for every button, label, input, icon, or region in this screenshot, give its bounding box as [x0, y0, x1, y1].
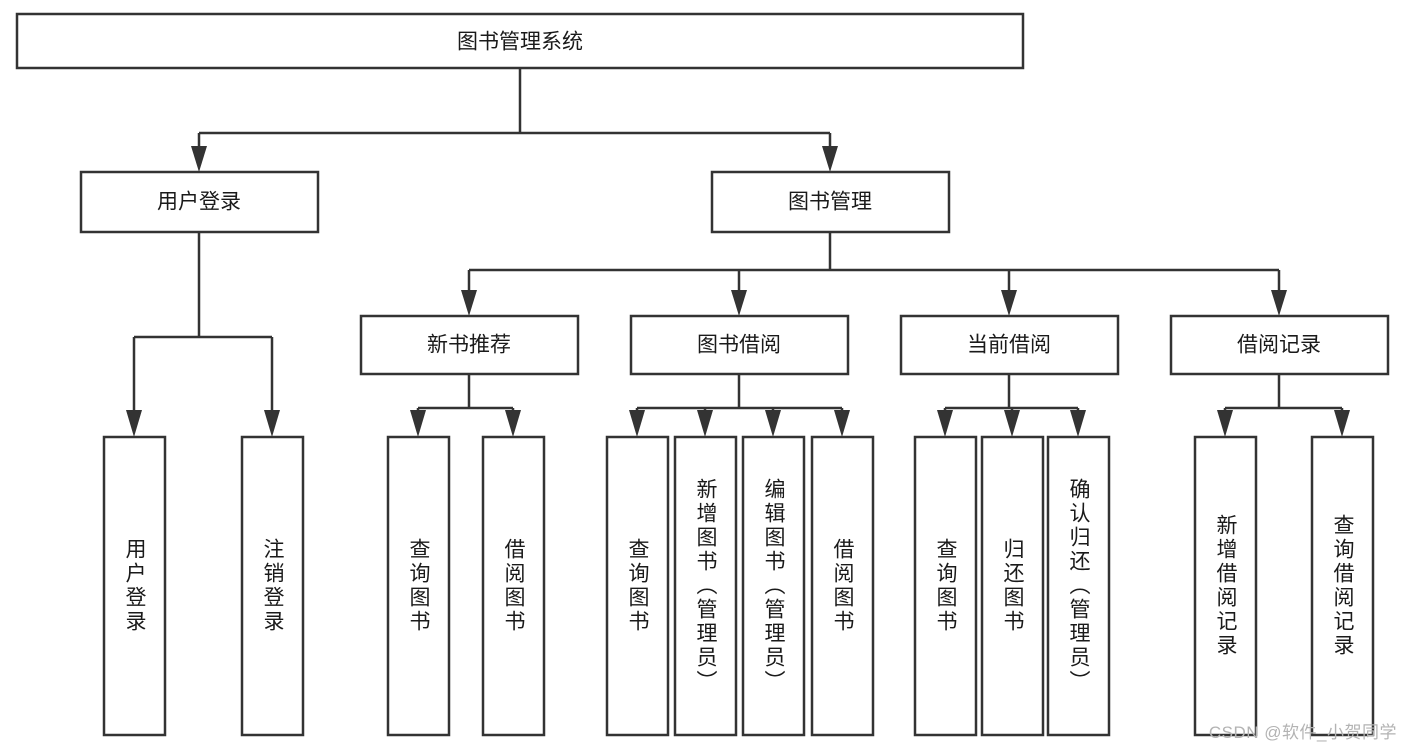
- arrow-head-leaf-borrow-book-2: [834, 410, 850, 437]
- node-leaf-edit-book[interactable]: [741, 435, 806, 737]
- arrow-head-leaf-add-book: [697, 410, 713, 437]
- node-leaf-add-book[interactable]: [673, 435, 738, 737]
- connectors-group: [126, 68, 1350, 437]
- node-leaf-query-record[interactable]: [1310, 435, 1375, 737]
- node-leaf-query-book-3[interactable]: [913, 435, 978, 737]
- node-book-management[interactable]: [710, 170, 951, 234]
- node-root-label: 图书管理系统: [457, 31, 583, 54]
- nodes-group: 图书管理系统 用户登录 图书管理 新书推荐 图书借阅 当前借阅 借阅记录: [15, 12, 1390, 737]
- arrow-head-leaf-query-book-3: [937, 410, 953, 437]
- arrow-head-new-book-recommend: [461, 290, 477, 316]
- arrow-head-book-borrow: [731, 290, 747, 316]
- node-leaf-return-book[interactable]: [980, 435, 1045, 737]
- node-new-book-recommend-label: 新书推荐: [427, 334, 511, 357]
- arrow-head-book-management: [822, 146, 838, 172]
- arrow-head-leaf-query-record: [1334, 410, 1350, 437]
- arrow-head-user-login: [191, 146, 207, 172]
- node-book-borrow-label: 图书借阅: [697, 334, 781, 357]
- node-user-login[interactable]: [79, 170, 320, 234]
- node-leaf-confirm-return[interactable]: [1046, 435, 1111, 737]
- node-borrow-record-label: 借阅记录: [1237, 334, 1321, 357]
- node-leaf-user-logout[interactable]: [240, 435, 305, 737]
- node-leaf-user-login[interactable]: [102, 435, 167, 737]
- node-leaf-borrow-book-2[interactable]: [810, 435, 875, 737]
- arrow-head-leaf-edit-book: [765, 410, 781, 437]
- node-book-borrow[interactable]: [629, 314, 850, 376]
- node-leaf-add-record[interactable]: [1193, 435, 1258, 737]
- arrow-head-borrow-record: [1271, 290, 1287, 316]
- arrow-head-leaf-return-book: [1004, 410, 1020, 437]
- arrow-head-leaf-confirm-return: [1070, 410, 1086, 437]
- node-leaf-query-book-2[interactable]: [605, 435, 670, 737]
- arrow-head-leaf-user-login: [126, 410, 142, 437]
- node-leaf-borrow-book-1[interactable]: [481, 435, 546, 737]
- arrow-head-leaf-add-record: [1217, 410, 1233, 437]
- arrow-head-current-borrow: [1001, 290, 1017, 316]
- node-root[interactable]: [15, 12, 1025, 70]
- arrow-head-leaf-user-logout: [264, 410, 280, 437]
- arrow-head-leaf-query-book-1: [410, 410, 426, 437]
- node-current-borrow[interactable]: [899, 314, 1120, 376]
- node-borrow-record[interactable]: [1169, 314, 1390, 376]
- watermark-text: CSDN @软件_小贺同学: [1208, 723, 1397, 742]
- node-user-login-label: 用户登录: [157, 191, 241, 214]
- arrow-head-leaf-borrow-book-1: [505, 410, 521, 437]
- node-new-book-recommend[interactable]: [359, 314, 580, 376]
- arrow-head-leaf-query-book-2: [629, 410, 645, 437]
- node-current-borrow-label: 当前借阅: [967, 334, 1051, 357]
- node-leaf-query-book-1[interactable]: [386, 435, 451, 737]
- node-book-management-label: 图书管理: [788, 191, 872, 214]
